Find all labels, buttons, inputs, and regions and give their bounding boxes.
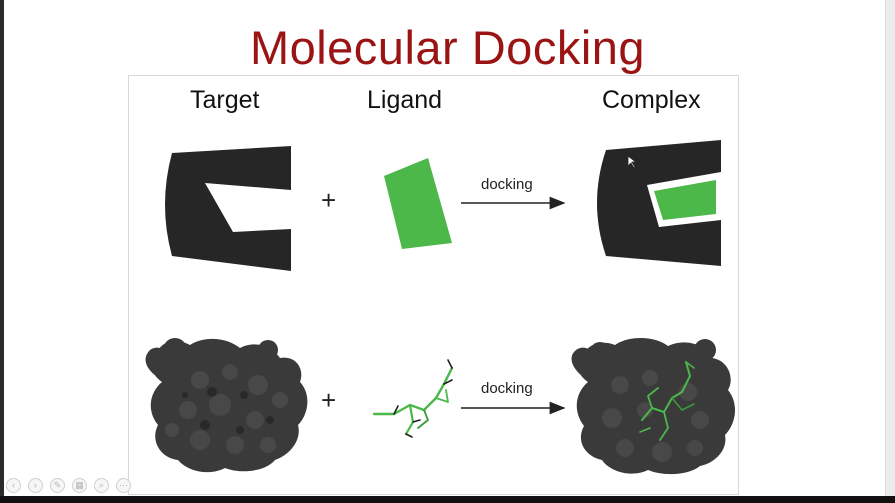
window-left-edge — [0, 0, 4, 503]
plus-sign-bottom: + — [321, 385, 337, 415]
complex-protein-texture — [602, 370, 709, 462]
complex-ligand-fill — [654, 180, 716, 220]
ligand-schematic-shape — [384, 158, 452, 249]
plus-sign-top: + — [321, 185, 337, 215]
complex-column-label: Complex — [602, 86, 701, 114]
window-scrollbar[interactable] — [885, 0, 895, 503]
mouse-cursor-icon — [627, 155, 638, 169]
prev-slide-button[interactable]: ‹ — [6, 478, 21, 493]
ligand-column-label: Ligand — [367, 86, 443, 114]
zoom-button[interactable]: ⌕ — [94, 478, 109, 493]
slides-view-button[interactable]: ▦ — [72, 478, 87, 493]
more-options-button[interactable]: ⋯ — [116, 478, 131, 493]
ligand-stick-model — [372, 359, 454, 438]
target-schematic-shape — [165, 146, 291, 271]
target-protein-shadow — [182, 387, 274, 434]
docking-label-bottom: docking — [481, 380, 533, 397]
docking-label-top: docking — [481, 176, 533, 193]
target-protein-texture — [165, 364, 288, 454]
bound-ligand-sticks — [639, 361, 695, 441]
next-slide-button[interactable]: › — [28, 478, 43, 493]
pen-tool-button[interactable]: ✎ — [50, 478, 65, 493]
window-bottom-edge — [0, 496, 895, 503]
slide-title: Molecular Docking — [249, 21, 646, 74]
target-column-label: Target — [190, 86, 260, 114]
